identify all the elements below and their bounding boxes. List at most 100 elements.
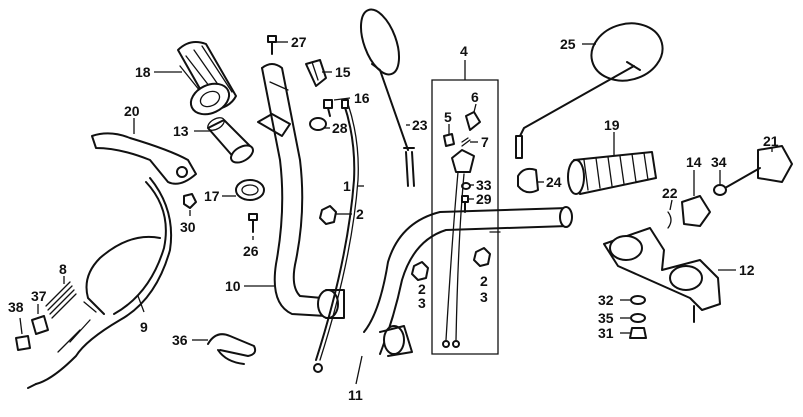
weight-14 bbox=[681, 195, 711, 227]
callout-28: 28 bbox=[324, 120, 348, 136]
callout-label-5: 5 bbox=[444, 109, 452, 125]
callout-label-7: 7 bbox=[481, 134, 489, 150]
callout-label-18: 18 bbox=[135, 64, 151, 80]
callout-7: 7 bbox=[470, 134, 489, 150]
callout-label-12: 12 bbox=[739, 262, 755, 278]
callout-label-17: 17 bbox=[204, 188, 220, 204]
switch-wires bbox=[442, 171, 465, 348]
callout-label-25: 25 bbox=[560, 36, 576, 52]
callout-label-24: 24 bbox=[546, 174, 562, 190]
callout-9: 9 bbox=[137, 295, 148, 335]
callout-label-34: 34 bbox=[711, 154, 727, 170]
callout-label-9: 9 bbox=[140, 319, 148, 335]
callout-12: 12 bbox=[718, 262, 755, 278]
callout-25: 25 bbox=[560, 36, 596, 52]
callout-label-37: 37 bbox=[31, 288, 47, 304]
callout-label-6: 6 bbox=[471, 89, 479, 105]
throttle-pipe bbox=[207, 117, 254, 164]
callout-label-29: 29 bbox=[476, 191, 492, 207]
callout-label-36: 36 bbox=[172, 332, 188, 348]
nut-30 bbox=[183, 193, 197, 209]
callout-label-2: 2 bbox=[356, 206, 364, 222]
callout-18: 18 bbox=[135, 64, 182, 80]
callout-31: 31 bbox=[598, 325, 630, 341]
callout-4: 4 bbox=[460, 43, 468, 59]
callout-6: 6 bbox=[471, 89, 479, 113]
callout-35: 35 bbox=[598, 310, 630, 326]
callout-32: 32 bbox=[598, 292, 630, 308]
callout-38: 38 bbox=[8, 299, 24, 335]
cap-38 bbox=[15, 335, 31, 351]
callout-24: 24 bbox=[538, 174, 562, 190]
callout-3b: 3 bbox=[480, 289, 488, 305]
callout-10: 10 bbox=[225, 278, 274, 294]
callout-label-10: 10 bbox=[225, 278, 241, 294]
callout-14: 14 bbox=[686, 154, 702, 196]
switch-housing bbox=[451, 149, 475, 173]
callout-30: 30 bbox=[180, 210, 196, 235]
clip-22 bbox=[667, 211, 672, 229]
callout-2b: 2 bbox=[418, 281, 426, 297]
screw-29 bbox=[461, 195, 469, 213]
callout-34: 34 bbox=[711, 154, 727, 184]
callout-label-2: 2 bbox=[480, 273, 488, 289]
callout-label-20: 20 bbox=[124, 103, 140, 119]
washer-32 bbox=[630, 295, 646, 305]
callout-label-32: 32 bbox=[598, 292, 614, 308]
grip-right bbox=[567, 151, 657, 195]
callout-label-3: 3 bbox=[418, 295, 426, 311]
screw-26 bbox=[248, 213, 258, 233]
callout-label-27: 27 bbox=[291, 34, 307, 50]
callout-label-4: 4 bbox=[460, 43, 468, 59]
bolt-16 bbox=[323, 99, 333, 117]
callout-21: 21 bbox=[763, 133, 779, 152]
nut-2-left bbox=[319, 205, 337, 225]
callout-20: 20 bbox=[124, 103, 140, 134]
callout-label-21: 21 bbox=[763, 133, 779, 149]
callout-label-1: 1 bbox=[343, 178, 351, 194]
handlebar-left bbox=[257, 63, 345, 319]
switch-group-box bbox=[431, 60, 499, 355]
nut-2-right bbox=[473, 247, 491, 267]
nut-2-center bbox=[411, 261, 429, 281]
callout-label-14: 14 bbox=[686, 154, 702, 170]
throttle-grip bbox=[177, 41, 237, 116]
callout-26: 26 bbox=[243, 236, 259, 259]
callout-label-22: 22 bbox=[662, 185, 678, 201]
callout-label-38: 38 bbox=[8, 299, 24, 315]
plug-28 bbox=[309, 117, 327, 131]
callout-29: 29 bbox=[468, 191, 492, 207]
callout-2c: 2 bbox=[480, 273, 488, 289]
switch-body-6 bbox=[465, 111, 481, 131]
callout-label-30: 30 bbox=[180, 219, 196, 235]
handlebar-right bbox=[363, 206, 573, 357]
handlebar-holder bbox=[603, 227, 721, 323]
callout-33: 33 bbox=[470, 177, 492, 193]
callout-label-8: 8 bbox=[59, 261, 67, 277]
callout-label-11: 11 bbox=[348, 387, 363, 403]
spacer-33 bbox=[461, 182, 471, 190]
washer-35 bbox=[630, 313, 646, 323]
callout-13: 13 bbox=[173, 123, 212, 139]
collar bbox=[235, 179, 265, 201]
sleeve-37 bbox=[31, 315, 49, 335]
spring-8 bbox=[45, 281, 77, 319]
clamp-15 bbox=[305, 59, 327, 87]
callout-36: 36 bbox=[172, 332, 208, 348]
callout-23: 23 bbox=[406, 117, 428, 133]
callout-5: 5 bbox=[444, 109, 452, 134]
callout-2a: 2 bbox=[336, 206, 364, 222]
mirror-right bbox=[515, 22, 664, 159]
callout-1: 1 bbox=[343, 178, 364, 194]
callout-label-28: 28 bbox=[332, 120, 348, 136]
callout-37: 37 bbox=[31, 288, 47, 314]
clip-24 bbox=[517, 167, 539, 194]
washer-34 bbox=[713, 184, 727, 196]
callout-8: 8 bbox=[59, 261, 67, 284]
callout-11: 11 bbox=[348, 355, 363, 403]
clutch-lever bbox=[91, 132, 197, 185]
mirror-left bbox=[359, 8, 415, 187]
callout-27: 27 bbox=[276, 34, 307, 50]
throttle-cable bbox=[313, 99, 359, 373]
